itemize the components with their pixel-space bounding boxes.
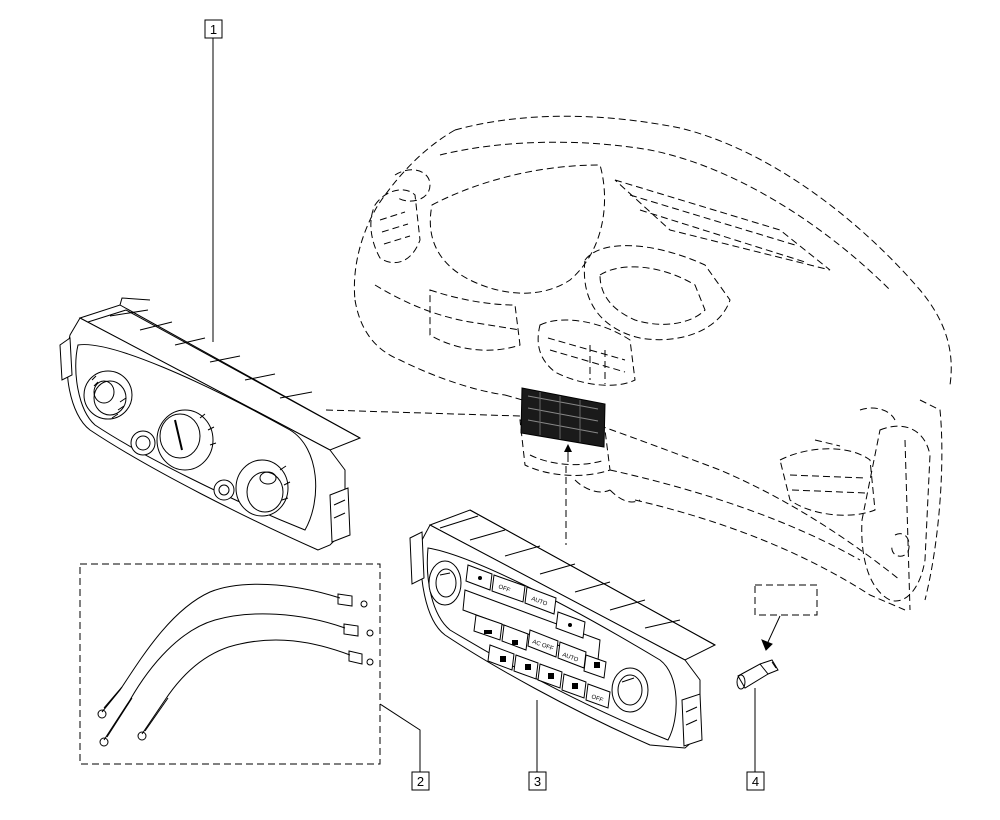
rear-defrost-icon	[500, 656, 506, 662]
fan-icon	[478, 576, 482, 580]
panel3-button-e[interactable]	[501, 624, 529, 651]
installed-control-panel	[520, 387, 606, 462]
callout-3-label: 3	[534, 774, 541, 789]
fan-icon	[568, 623, 572, 627]
label-off-top: OFF	[497, 584, 511, 594]
callout-4-label: 4	[752, 774, 759, 789]
callout-2: 2	[411, 771, 430, 791]
panel3-button-ac-off[interactable]	[527, 629, 559, 658]
recirculation-icon	[484, 630, 492, 634]
leader-lines	[212, 38, 911, 772]
panel3-button-off-bottom[interactable]	[585, 683, 611, 709]
airflow-icon	[548, 673, 554, 679]
airflow-icon	[594, 662, 600, 668]
climate-control-panel-auto	[409, 509, 717, 749]
airflow-icon	[572, 683, 578, 689]
panel3-button-off-top[interactable]	[491, 574, 526, 603]
callout-1-label: 1	[210, 22, 217, 37]
label-auto: AUTO	[530, 596, 548, 607]
sensor-dashed-box	[754, 584, 818, 616]
callout-2-label: 2	[417, 774, 424, 789]
heater-control-panel-manual	[59, 297, 362, 551]
airflow-icon	[525, 664, 531, 670]
callout-3: 3	[528, 771, 547, 791]
label-auto-right: AUTO	[561, 652, 579, 663]
panel3-button-auto[interactable]	[524, 586, 557, 615]
sensor-part	[736, 584, 818, 690]
panel3-button-d[interactable]	[473, 614, 503, 641]
label-off-bottom: OFF	[590, 694, 604, 704]
cables-group-box	[79, 563, 381, 765]
callout-1: 1	[204, 19, 223, 39]
control-cables	[79, 563, 381, 765]
callout-4: 4	[746, 771, 765, 791]
defrost-icon	[512, 640, 518, 645]
